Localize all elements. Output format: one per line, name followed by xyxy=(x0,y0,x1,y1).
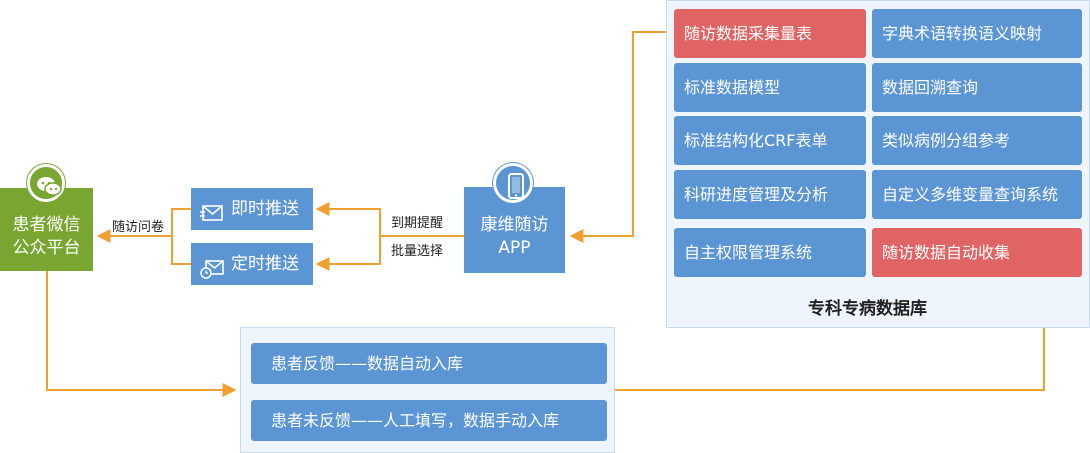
instant-push-label: 即时推送 xyxy=(231,199,299,219)
scheduled-push-box: 定时推送 xyxy=(191,243,313,285)
db-cell-standard-model: 标准数据模型 xyxy=(674,63,866,112)
arrow-wechat-to-feedback xyxy=(46,271,237,397)
arrow-push-to-wechat xyxy=(98,208,191,265)
database-title: 专科专病数据库 xyxy=(808,299,927,319)
followup-questionnaire-label: 随访问卷 xyxy=(112,220,165,235)
arrow-app-trunk xyxy=(315,202,464,237)
envelope-icon xyxy=(200,198,224,221)
db-cell-data-backtrack: 数据回溯查询 xyxy=(872,63,1082,112)
scheduled-push-label: 定时推送 xyxy=(231,254,299,274)
app-label-line2: APP xyxy=(498,238,531,258)
arrow-db-to-app xyxy=(569,31,672,243)
phone-icon xyxy=(493,163,533,203)
db-cell-custom-query: 自定义多维变量查询系统 xyxy=(872,170,1082,219)
wechat-icon xyxy=(27,164,65,202)
clock-envelope-icon xyxy=(200,253,224,279)
db-cell-permission-system: 自主权限管理系统 xyxy=(674,228,866,277)
feedback-row-manual: 患者未反馈——人工填写，数据手动入库 xyxy=(251,400,607,441)
wechat-label-line1: 患者微信 xyxy=(12,215,81,235)
arrow-app-to-scheduled xyxy=(315,236,381,271)
db-cell-crf-form: 标准结构化CRF表单 xyxy=(674,116,866,165)
db-cell-similar-cases: 类似病例分组参考 xyxy=(872,116,1082,165)
batch-select-label: 批量选择 xyxy=(391,244,444,259)
feedback-row-auto: 患者反馈——数据自动入库 xyxy=(251,343,607,384)
instant-push-box: 即时推送 xyxy=(191,188,313,230)
db-cell-term-mapping: 字典术语转换语义映射 xyxy=(872,9,1082,58)
wechat-label-line2: 公众平台 xyxy=(12,238,81,258)
app-label-line1: 康维随访 xyxy=(480,215,549,235)
wechat-platform-box: 患者微信 公众平台 xyxy=(0,188,93,271)
db-cell-followup-scale: 随访数据采集量表 xyxy=(674,9,866,58)
db-cell-auto-collect: 随访数据自动收集 xyxy=(872,228,1082,277)
due-reminder-label: 到期提醒 xyxy=(391,216,444,231)
db-cell-research-progress: 科研进度管理及分析 xyxy=(674,170,866,219)
